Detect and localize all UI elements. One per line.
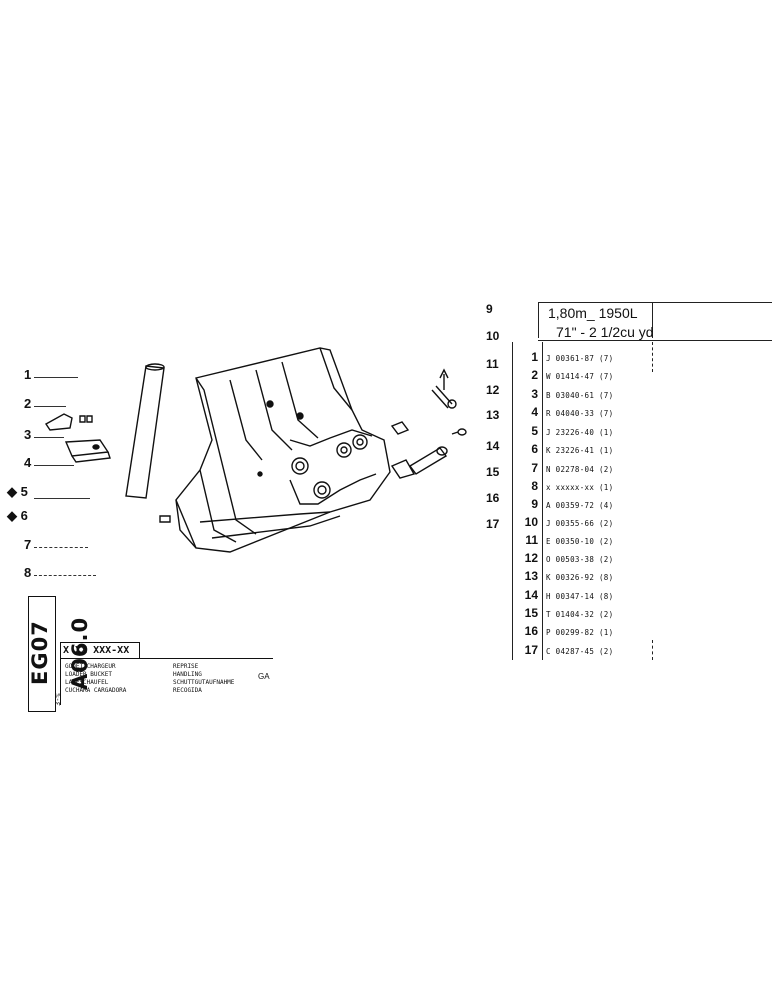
table-code: B 03040-61 (7) xyxy=(546,391,614,400)
title-right-3: SCHUTTGUTAUFNAHME xyxy=(173,679,235,686)
table-rule xyxy=(538,340,772,341)
table-code: R 04040-33 (7) xyxy=(546,409,614,418)
table-code: K 23226-41 (1) xyxy=(546,446,614,455)
right-label-15: 15 xyxy=(486,465,500,479)
callout-5: ◆ 5 xyxy=(7,484,28,499)
bucket-body xyxy=(159,347,391,553)
table-rule xyxy=(512,342,513,660)
table-item: 11 xyxy=(525,533,538,547)
table-code: H 00347-14 (8) xyxy=(546,592,614,601)
table-item: 15 xyxy=(524,606,538,620)
table-code: W 01414-47 (7) xyxy=(546,372,614,381)
table-code: O 00503-38 (2) xyxy=(546,555,614,564)
table-code: A 00359-72 (4) xyxy=(546,501,614,510)
table-item: 14 xyxy=(524,588,538,602)
title-right-2: HANDLING xyxy=(173,671,202,678)
table-code: J 23226-40 (1) xyxy=(546,428,614,437)
table-item: 2 xyxy=(531,368,538,382)
table-code: x xxxxx-xx (1) xyxy=(546,483,614,492)
table-rule xyxy=(652,640,653,660)
callout-3: 3 xyxy=(24,427,32,442)
tooth-part xyxy=(44,413,93,431)
table-rule xyxy=(652,302,653,338)
table-code: J 00361-87 (7) xyxy=(546,354,614,363)
title-block: GODET CHARGEUR LOADER BUCKET LADESCHAUFE… xyxy=(60,658,273,705)
table-item: 5 xyxy=(531,424,538,438)
table-code: K 00326-92 (8) xyxy=(546,573,614,582)
callout-6: ◆ 6 xyxy=(7,508,28,523)
table-header-imperial: 71" - 2 1/2cu yd xyxy=(556,324,654,340)
table-code: P 00299-82 (1) xyxy=(546,628,614,637)
table-item: 9 xyxy=(531,497,538,511)
title-left-3: LADESCHAUFEL xyxy=(65,679,109,686)
table-item: 8 xyxy=(531,479,538,493)
leader-line xyxy=(34,437,64,438)
callout-4: 4 xyxy=(24,455,32,470)
callout-8: 8 xyxy=(24,565,32,580)
callout-1: 1 xyxy=(24,367,32,382)
table-item: 12 xyxy=(524,551,538,565)
right-label-9: 9 xyxy=(486,302,493,316)
leader-line xyxy=(34,575,96,576)
table-item: 13 xyxy=(524,569,538,583)
pin-assembly xyxy=(390,368,467,479)
right-label-12: 12 xyxy=(486,383,500,397)
right-label-11: 11 xyxy=(486,357,499,371)
leader-line xyxy=(34,498,90,499)
callout-2: 2 xyxy=(24,396,32,411)
table-code: J 00355-66 (2) xyxy=(546,519,614,528)
right-label-10: 10 xyxy=(486,329,500,343)
title-code: X XX XXX-XX xyxy=(60,642,140,659)
table-item: 4 xyxy=(531,405,538,419)
table-item: 16 xyxy=(524,624,538,638)
table-rule xyxy=(542,342,543,660)
right-label-16: 16 xyxy=(486,491,500,505)
leader-line xyxy=(34,406,66,407)
table-item: 1 xyxy=(531,350,538,364)
table-rule xyxy=(652,342,653,372)
title-ga: GA xyxy=(258,672,270,681)
table-item: 17 xyxy=(524,643,538,657)
table-code: T 01404-32 (2) xyxy=(546,610,614,619)
title-left-2: LOADER BUCKET xyxy=(65,671,112,678)
table-rule xyxy=(538,302,539,338)
right-label-14: 14 xyxy=(486,439,500,453)
table-code: C 04287-45 (2) xyxy=(546,647,614,656)
leader-line xyxy=(34,465,74,466)
vertical-code-frame xyxy=(28,596,56,712)
table-rule xyxy=(538,302,772,303)
title-right-1: REPRISE xyxy=(173,663,199,670)
title-left-4: CUCHARA CARGADORA xyxy=(65,687,127,694)
tooth-adapter xyxy=(64,439,111,463)
table-item: 3 xyxy=(531,387,538,401)
bucket-exploded-drawing xyxy=(44,347,467,553)
leader-line xyxy=(34,377,78,378)
table-item: 6 xyxy=(531,442,538,456)
right-label-13: 13 xyxy=(486,408,500,422)
side-cutter-bar xyxy=(125,363,165,499)
table-item: 10 xyxy=(524,515,538,529)
leader-line xyxy=(34,547,88,548)
table-code: N 02278-04 (2) xyxy=(546,465,614,474)
table-header-capacity: 1,80m_ 1950L xyxy=(548,305,638,321)
title-left-1: GODET CHARGEUR xyxy=(65,663,116,670)
table-item: 7 xyxy=(531,461,538,475)
callout-7: 7 xyxy=(24,537,32,552)
title-right-4: RECOGIDA xyxy=(173,687,202,694)
table-code: E 00350-10 (2) xyxy=(546,537,614,546)
right-label-17: 17 xyxy=(486,517,500,531)
